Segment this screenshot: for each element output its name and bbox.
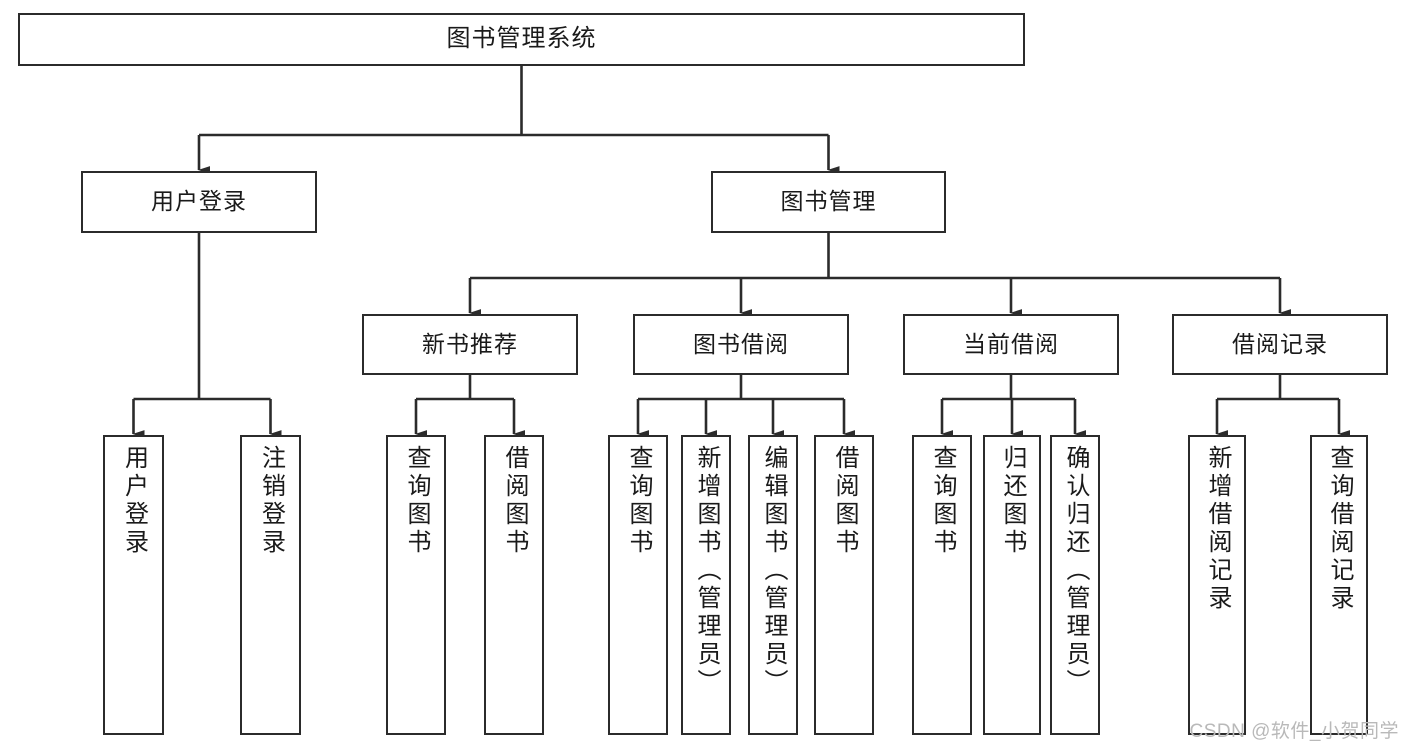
node-new-book-rec[interactable]: 新书推荐	[362, 314, 578, 375]
node-leaf-br-query[interactable]: 查询借阅记录	[1310, 435, 1368, 735]
node-leaf-bb-edit[interactable]: 编辑图书（管理员）	[748, 435, 798, 735]
node-label: 查询借阅记录	[1326, 445, 1353, 613]
node-label: 确认归还（管理员）	[1062, 445, 1089, 697]
node-leaf-br-add[interactable]: 新增借阅记录	[1188, 435, 1246, 735]
node-label: 用户登录	[120, 445, 148, 557]
node-leaf-bb-query[interactable]: 查询图书	[608, 435, 668, 735]
node-user-login[interactable]: 用户登录	[81, 171, 317, 233]
watermark-text: CSDN @软件_小贺同学	[1189, 721, 1399, 742]
node-current-borrow[interactable]: 当前借阅	[903, 314, 1119, 375]
node-label: 新书推荐	[422, 330, 518, 357]
node-leaf-rec-query[interactable]: 查询图书	[386, 435, 446, 735]
node-leaf-user-login[interactable]: 用户登录	[103, 435, 164, 735]
node-leaf-bb-borrow[interactable]: 借阅图书	[814, 435, 874, 735]
node-leaf-user-logout[interactable]: 注销登录	[240, 435, 301, 735]
node-label: 图书借阅	[693, 330, 789, 357]
node-label: 借阅图书	[501, 445, 528, 557]
node-label: 借阅记录	[1232, 330, 1328, 357]
node-label: 用户登录	[151, 188, 247, 215]
node-book-borrow[interactable]: 图书借阅	[633, 314, 849, 375]
node-label: 归还图书	[999, 445, 1026, 557]
node-root[interactable]: 图书管理系统	[18, 13, 1025, 66]
node-leaf-cb-confirm[interactable]: 确认归还（管理员）	[1050, 435, 1100, 735]
node-book-manage[interactable]: 图书管理	[711, 171, 946, 233]
node-leaf-cb-query[interactable]: 查询图书	[912, 435, 972, 735]
node-leaf-bb-add[interactable]: 新增图书（管理员）	[681, 435, 731, 735]
node-borrow-record[interactable]: 借阅记录	[1172, 314, 1388, 375]
node-label: 借阅图书	[831, 445, 858, 557]
node-label: 查询图书	[625, 445, 652, 557]
node-label: 编辑图书（管理员）	[760, 445, 787, 697]
node-label: 查询图书	[403, 445, 430, 557]
node-label: 注销登录	[257, 445, 285, 557]
node-label: 查询图书	[929, 445, 956, 557]
node-label: 图书管理系统	[446, 25, 597, 53]
node-leaf-rec-borrow[interactable]: 借阅图书	[484, 435, 544, 735]
node-label: 当前借阅	[963, 330, 1059, 357]
node-leaf-cb-return[interactable]: 归还图书	[983, 435, 1041, 735]
node-label: 新增图书（管理员）	[693, 445, 720, 697]
node-label: 新增借阅记录	[1204, 445, 1231, 613]
node-label: 图书管理	[780, 188, 877, 215]
